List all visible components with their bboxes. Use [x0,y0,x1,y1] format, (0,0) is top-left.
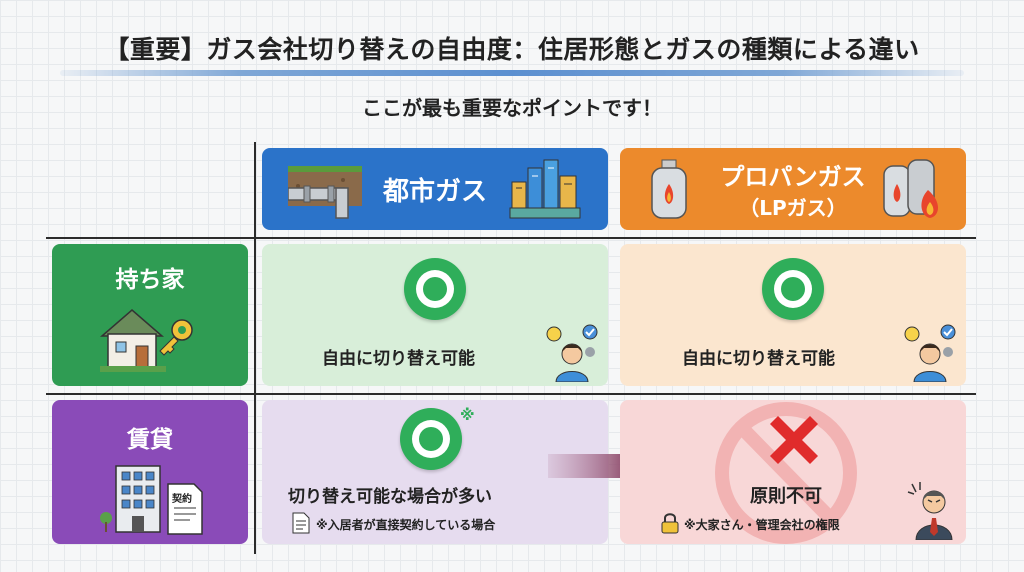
title-underline [60,70,964,76]
cell-rental-propane-text: 原則不可 [750,486,822,507]
cell-owned-propane-text: 自由に切り替え可能 [682,349,835,369]
cell-owned-propane: 自由に切り替え可能 [620,244,966,386]
row-header-rental: 賃貸 契約 [52,400,248,544]
column-header-city-gas-label: 都市ガス [382,176,487,207]
city-buildings-icon [509,159,581,219]
grid-line-horizontal-1 [46,237,976,239]
cell-rental-propane-note: ※大家さん・管理会社の権限 [684,518,840,532]
column-header-city-gas: 都市ガス [262,148,608,230]
grid-line-vertical [254,142,256,554]
cell-rental-city-gas-text: 切り替え可能な場合が多い [288,487,492,507]
row-header-rental-label: 賃貸 [127,427,173,453]
page-title: 【重要】ガス会社切り替えの自由度：住居形態とガスの種類による違い [104,35,920,64]
apartment-contract-icon [100,465,203,535]
row-header-owned-house: 持ち家 [52,244,248,386]
column-header-propane-label: プロパンガス [720,163,866,191]
cell-owned-city-gas: 自由に切り替え可能 [262,244,608,386]
happy-person-icon [904,324,956,382]
cell-rental-propane: 原則不可 ※大家さん・管理会社の権限 [620,400,966,544]
row-header-owned-house-label: 持ち家 [115,267,185,293]
grid-line-horizontal-2 [46,393,976,395]
cell-rental-city-gas-note: ※入居者が直接契約している場合 [316,518,496,532]
column-header-propane-sublabel: （LPガス） [739,196,847,220]
subtitle: ここが最も重要なポイントです！ [362,96,662,120]
happy-person-icon [546,324,598,382]
contract-label: 契約 [172,494,192,505]
circle-ok-icon [400,408,462,470]
gas-cylinders-fire-icon [883,159,938,218]
cell-owned-city-gas-text: 自由に切り替え可能 [322,349,475,369]
prohibited-icon [715,402,857,544]
angry-landlord-icon [907,482,953,540]
column-header-propane: プロパンガス （LPガス） [620,148,966,230]
circle-ok-icon [762,258,824,320]
house-with-key-icon [99,309,193,372]
pipe-icon [288,166,362,219]
asterisk-mark: ※ [460,406,475,424]
lock-icon [661,513,679,534]
cross-icon [770,416,818,464]
document-icon [292,512,310,534]
circle-ok-icon [404,258,466,320]
gas-cylinder-icon [651,159,687,219]
